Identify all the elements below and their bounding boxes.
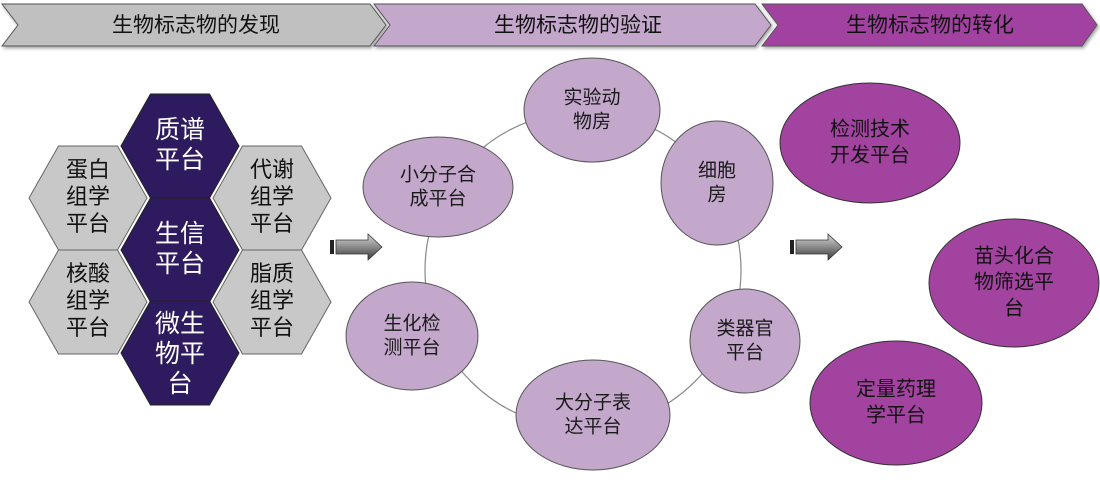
ellipse-shape bbox=[689, 288, 801, 394]
animal-house-label-line: 物房 bbox=[573, 111, 611, 133]
stage-translation-label: 生物标志物的转化 bbox=[846, 13, 1014, 37]
quantitative-pharmacology-label-line: 学平台 bbox=[866, 403, 926, 427]
small-molecule-synthesis-label-line: 小分子合 bbox=[400, 164, 476, 186]
microbiology-label-line: 物平 bbox=[155, 339, 205, 368]
ellipse-shape bbox=[779, 82, 961, 204]
cell-room-label-line: 房 bbox=[707, 184, 726, 206]
proteomics-label-line: 组学 bbox=[66, 185, 110, 210]
hit-screening-label-line: 台 bbox=[1004, 296, 1024, 320]
stage-header: 生物标志物的发现 生物标志物的验证 生物标志物的转化 bbox=[0, 3, 1098, 47]
stage-validation-label: 生物标志物的验证 bbox=[494, 13, 662, 37]
nucleic-acid-omics-label-line: 组学 bbox=[66, 289, 110, 314]
biochemical-testing-label-line: 生化检 bbox=[383, 313, 440, 335]
assay-development-label-line: 开发平台 bbox=[830, 143, 910, 167]
ellipse-shape bbox=[660, 120, 774, 246]
metabolomics-label-line: 代谢 bbox=[250, 158, 294, 183]
nucleic-acid-omics-label-line: 核酸 bbox=[66, 262, 110, 287]
proteomics-label-line: 蛋白 bbox=[66, 158, 110, 183]
stage-translation-chevron bbox=[760, 3, 1098, 47]
lipidomics-label-line: 脂质 bbox=[250, 262, 294, 287]
mass-spec-label-line: 质谱 bbox=[155, 115, 205, 144]
stage-validation-chevron bbox=[372, 3, 772, 47]
animal-house-label-line: 实验动 bbox=[563, 87, 620, 109]
microbiology-label-line: 微生 bbox=[155, 309, 205, 338]
quantitative-pharmacology-label-line: 定量药理 bbox=[856, 377, 936, 401]
hit-screening-label-line: 苗头化合 bbox=[974, 244, 1054, 268]
organoid-label-line: 平台 bbox=[726, 342, 764, 364]
metabolomics-label-line: 平台 bbox=[250, 212, 294, 237]
microbiology-label-line: 台 bbox=[167, 369, 192, 398]
macromolecule-expression-label-line: 大分子表 bbox=[555, 392, 631, 414]
metabolomics-label-line: 组学 bbox=[250, 185, 294, 210]
ellipse-shape bbox=[928, 218, 1100, 348]
hexagon-shape bbox=[120, 300, 240, 406]
proteomics-label-line: 平台 bbox=[66, 212, 110, 237]
macromolecule-expression-label-line: 达平台 bbox=[564, 416, 621, 438]
ellipse-shape bbox=[515, 359, 671, 471]
stage-discovery: 生物标志物的发现 bbox=[0, 3, 387, 47]
hexagon-shape bbox=[212, 249, 332, 355]
hexagon-shape bbox=[28, 249, 148, 355]
stage-discovery-label: 生物标志物的发现 bbox=[112, 13, 280, 37]
flow-arrow-icon bbox=[330, 233, 383, 261]
bioinformatics-label-line: 平台 bbox=[155, 249, 205, 278]
ellipse-shape bbox=[809, 340, 983, 466]
bioinformatics-label-line: 生信 bbox=[155, 219, 205, 248]
stage-translation: 生物标志物的转化 bbox=[760, 3, 1098, 47]
cell-room-label-line: 细胞 bbox=[698, 160, 736, 182]
ellipse-shape bbox=[362, 136, 514, 238]
stage-validation: 生物标志物的验证 bbox=[372, 3, 772, 47]
ellipse-shape bbox=[523, 57, 661, 163]
ellipse-shape bbox=[345, 281, 479, 391]
assay-development-label-line: 检测技术 bbox=[830, 117, 910, 141]
lipidomics-label-line: 组学 bbox=[250, 289, 294, 314]
stage-discovery-chevron bbox=[0, 3, 387, 47]
organoid-label-line: 类器官 bbox=[716, 318, 773, 340]
nucleic-acid-omics-label-line: 平台 bbox=[66, 316, 110, 341]
hit-screening-label-line: 物筛选平 bbox=[974, 270, 1054, 294]
lipidomics-label-line: 平台 bbox=[250, 316, 294, 341]
biochemical-testing-label-line: 测平台 bbox=[383, 337, 440, 359]
small-molecule-synthesis-label-line: 成平台 bbox=[409, 188, 466, 210]
flow-arrow-icon bbox=[790, 233, 843, 261]
validation-node-cell-room: 细胞房 bbox=[660, 120, 774, 246]
mass-spec-label-line: 平台 bbox=[155, 145, 205, 174]
